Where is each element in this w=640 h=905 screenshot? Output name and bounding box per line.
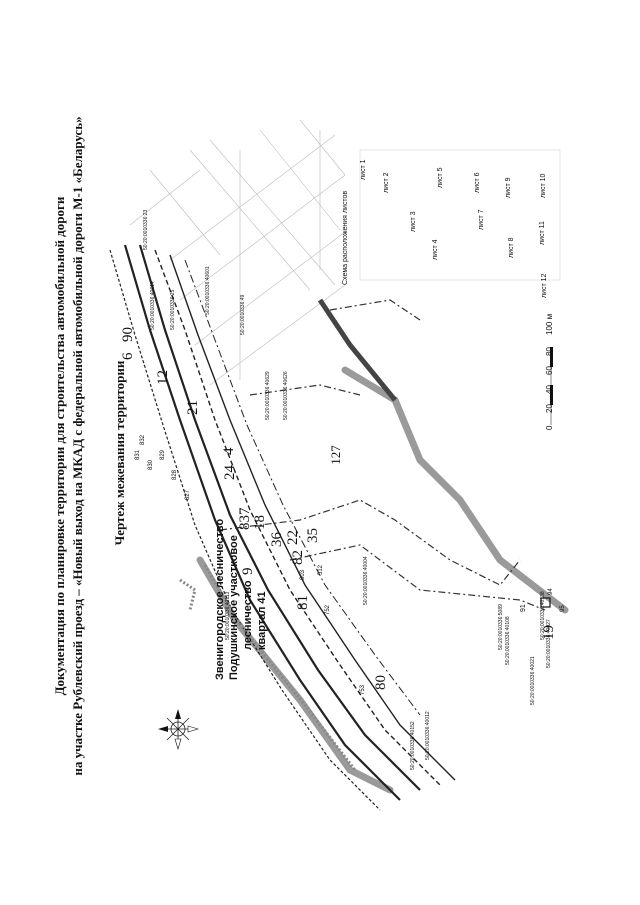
cadastral-id: 50:20:0010336:40601 xyxy=(205,266,211,315)
small-number: 831 xyxy=(135,449,141,460)
small-number: 803 xyxy=(300,569,306,580)
cadastral-id: 50:20:0010336:40626 xyxy=(283,371,289,420)
cadastral-id: 50:20:0010336:40027 xyxy=(546,619,552,668)
small-number: 94 xyxy=(548,588,554,595)
small-number: 832 xyxy=(140,434,146,445)
cadastral-id: 50:20:0010336:40021 xyxy=(530,656,536,705)
scale-bar xyxy=(550,347,553,425)
forest-boundary xyxy=(179,564,357,771)
sheet-label-5: лист 5 xyxy=(437,167,444,188)
scale-tick-40: 40 xyxy=(545,385,554,394)
cadastral-id: 50:20:0010336:49 xyxy=(240,294,246,335)
scale-tick-100: 100 м xyxy=(545,313,554,335)
scale-tick-80: 80 xyxy=(545,347,554,356)
sheet-label-3: лист 3 xyxy=(410,211,417,232)
parcel-number: 90 xyxy=(120,327,136,342)
small-number: 753 xyxy=(360,684,366,695)
parcel-number: 22 xyxy=(285,530,301,545)
cadastral-id: 50:20:0010336:40012 xyxy=(425,711,431,760)
small-number: 752 xyxy=(325,604,331,615)
drawing-title: Чертеж межевания территории xyxy=(112,360,127,546)
parcel-number: 18 xyxy=(252,515,268,530)
parcel-number: 81 xyxy=(295,595,311,610)
parcel-number: 91 xyxy=(520,604,527,612)
sheet-label-1: лист 1 xyxy=(360,159,367,180)
compass-rose-icon xyxy=(158,709,200,751)
parcel-square xyxy=(540,597,551,608)
scale-tick-20: 20 xyxy=(545,404,554,413)
cadastral-id: 50:20:0010336:40113 xyxy=(225,591,231,640)
small-number: 95 xyxy=(560,605,566,612)
cadastral-grid xyxy=(129,119,346,386)
forestry-label-4: квартал 41 xyxy=(256,591,268,650)
cadastral-id: 50:20:0010336:23 xyxy=(143,209,149,250)
cadastral-id: 50:20:0010336:40108 xyxy=(505,616,511,665)
parcel-number: 36 xyxy=(269,532,285,547)
sheet-scheme-frame xyxy=(359,149,561,281)
parcel-number: 80 xyxy=(373,675,389,690)
road-edge-dark xyxy=(317,298,397,402)
cadastral-id: 50:20:0010336:40004 xyxy=(363,556,369,605)
parcel-boundaries xyxy=(219,299,546,611)
sheet-label-2: лист 2 xyxy=(383,172,390,193)
cadastral-id: 50:20:0010336:5089 xyxy=(498,604,504,650)
parcel-number: 82 xyxy=(290,550,306,565)
scale-tick-0: 0 xyxy=(545,425,554,430)
sheet-label-7: лист 7 xyxy=(478,209,485,230)
parcel-number: 4 xyxy=(221,447,237,456)
parcel-number: 6 xyxy=(120,352,136,361)
small-number: 512 xyxy=(318,564,324,575)
forestry-line-4: квартал 41 xyxy=(256,591,268,650)
sheet-label-12: лист 12 xyxy=(541,273,548,298)
cadastral-id: 50:20:0010336:25 xyxy=(170,289,176,330)
sheet-label-6: лист 6 xyxy=(474,172,481,193)
sheet-label-8: лист 8 xyxy=(508,237,515,258)
parcel-number: 21 xyxy=(185,400,201,415)
small-number: 827 xyxy=(185,489,191,500)
forestry-line-3: лесничество xyxy=(242,580,254,650)
sheet-scheme-title: Схема расположения листов xyxy=(342,190,349,285)
forestry-label-3: лесничество xyxy=(242,580,254,650)
sheet-label-9: лист 9 xyxy=(505,177,512,198)
small-number: 828 xyxy=(172,469,178,480)
sheet-label-4: лист 4 xyxy=(432,239,439,260)
road-corridor xyxy=(109,244,456,811)
parcel-number: 24 xyxy=(222,465,238,480)
parcel-number: 12 xyxy=(155,370,171,385)
parcel-number: 9 xyxy=(240,567,256,576)
sheet-label-11: лист 11 xyxy=(539,221,546,245)
parcel-number: 35 xyxy=(305,528,321,543)
small-number: 830 xyxy=(148,459,154,470)
scale-tick-60: 60 xyxy=(545,366,554,375)
sheet-label-10: лист 10 xyxy=(540,173,547,198)
cadastral-id: 50:20:0010336:40152 xyxy=(410,721,416,770)
cadastral-id: 50:20:0010336:40614 xyxy=(150,281,156,330)
cadastral-id: 50:20:0010336:40629 xyxy=(265,371,271,420)
small-number: 829 xyxy=(160,449,166,460)
